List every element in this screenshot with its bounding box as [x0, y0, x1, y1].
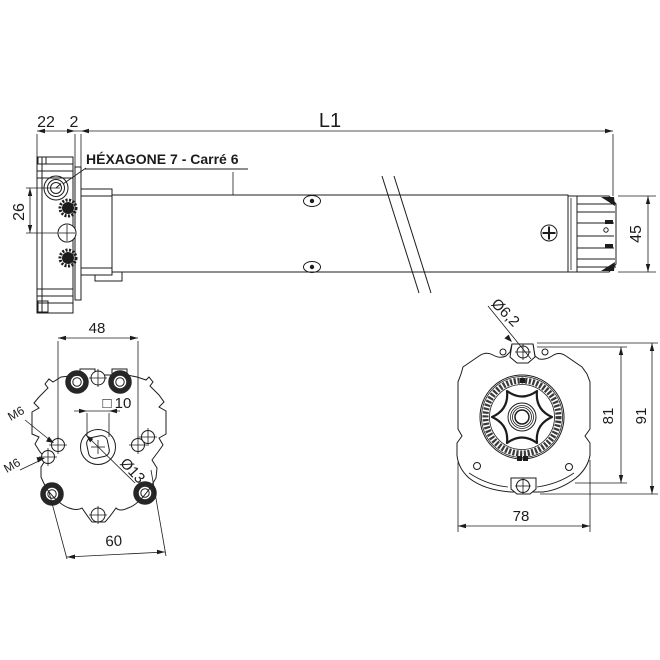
top-screw-boss — [509, 343, 536, 364]
head-front-view: 48 — [1, 320, 167, 560]
adapter-inner-arc-right — [536, 472, 575, 488]
center-shaft — [80, 429, 116, 465]
m6-upper-label: M6 — [5, 403, 27, 424]
bottom-center-hole — [89, 506, 107, 524]
dimension-26 — [26, 187, 62, 234]
dimension-45 — [618, 195, 656, 273]
dim-crown-od-label: 45 — [628, 225, 645, 243]
small-hole-top-right — [541, 348, 549, 356]
m6-hole-right-outer — [139, 428, 157, 446]
dim-head-plate-label: 2 — [70, 114, 79, 131]
hex-output — [43, 175, 69, 201]
dim-inner-height-label: 81 — [600, 408, 617, 425]
adjustment-knob-lower — [58, 248, 78, 268]
adjustment-knob-upper — [58, 198, 78, 218]
crown-drive — [567, 195, 617, 273]
crown-adapter-view: Ø6,2 81 91 78 — [456, 295, 658, 532]
neck-ring — [80, 188, 123, 282]
index-mark-bottom-2 — [523, 456, 528, 461]
dimension-square-10 — [74, 408, 120, 437]
dim-square-drive-label: 10 — [115, 395, 132, 412]
small-hole-top-left — [499, 348, 507, 356]
small-hole-bottom-right — [565, 463, 573, 471]
product-label: HÉXAGONE 7 - Carré 6 — [86, 151, 239, 167]
dimension-81 — [537, 346, 627, 484]
adapter-inner-arc-left — [468, 472, 509, 488]
push-button — [57, 223, 77, 243]
top-center-hole — [89, 369, 107, 387]
dim-head-offset-label: 26 — [11, 203, 28, 221]
shaft-diameter-leader — [85, 434, 136, 484]
dim-outer-height-label: 91 — [633, 408, 650, 425]
motor-tube — [111, 175, 569, 294]
dim-small-hole-label: Ø6,2 — [488, 295, 523, 330]
dimension-lines-top — [36, 128, 614, 196]
break-line-1 — [381, 175, 420, 294]
dim-tube-length-label: L1 — [319, 110, 341, 132]
index-mark-bottom-1 — [517, 456, 522, 461]
m6-hole-left-outer — [39, 448, 57, 466]
square-symbol: □ — [102, 395, 111, 412]
m6-hole-right-inner — [129, 436, 147, 454]
dim-head-width-label: 22 — [37, 114, 55, 131]
phillips-screw-icon — [540, 224, 558, 242]
dimension-48 — [57, 335, 139, 441]
product-label-leader — [62, 167, 87, 185]
adapter-outline — [456, 343, 591, 493]
top-boss-left — [65, 370, 89, 394]
m6-lower-label: M6 — [1, 455, 23, 476]
dimension-60 — [48, 469, 167, 560]
small-hole-bottom-left — [473, 462, 481, 470]
m6-upper-leader — [24, 419, 52, 442]
bottom-boss-right — [133, 481, 157, 505]
bottom-screw-tab — [510, 477, 537, 495]
star-wheel — [479, 374, 565, 461]
top-boss-right — [108, 370, 132, 394]
bottom-boss-left — [40, 482, 64, 506]
index-mark-top — [520, 378, 525, 383]
break-line-2 — [393, 175, 432, 294]
m6-hole-left-inner — [49, 436, 67, 454]
small-hole-leader — [487, 305, 532, 360]
dim-mount-spacing-label: 48 — [89, 320, 106, 337]
dim-bottom-spacing-label: 60 — [105, 533, 123, 551]
dimension-91 — [537, 342, 658, 495]
side-view: 22 2 L1 26 — [11, 110, 656, 314]
dimension-78 — [457, 460, 591, 532]
dim-adapter-width-label: 78 — [513, 508, 530, 525]
